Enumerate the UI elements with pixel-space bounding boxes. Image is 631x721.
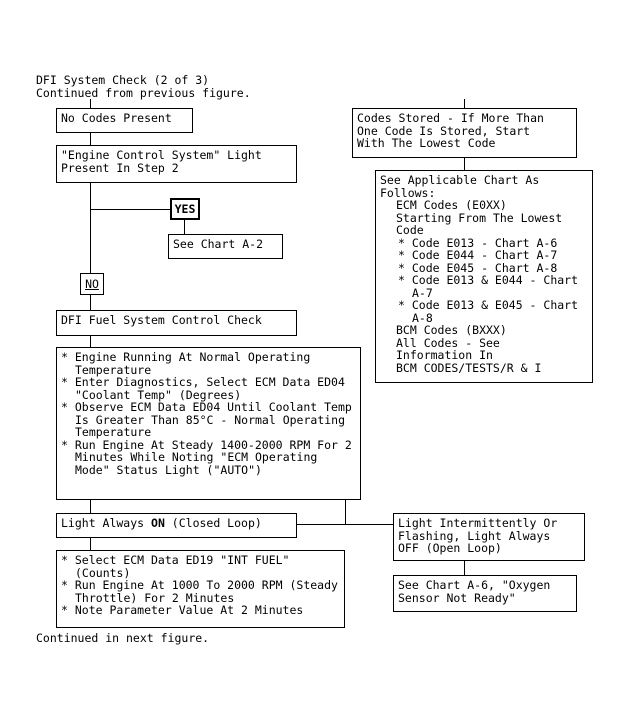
codes-stored-line: Codes Stored - If More Than [357, 111, 544, 125]
intermittent-box: Light Intermittently Or Flashing, Light … [393, 513, 585, 561]
light-on-prefix: Light Always [61, 516, 152, 530]
code-list-item: * Code E045 - Chart A-8 [398, 260, 558, 275]
no-codes-text: No Codes Present [61, 111, 172, 125]
applicable-intro-line: See Applicable Chart As [380, 173, 540, 187]
engine-step-item: * Run Engine At Steady 1400-2000 RPM For… [61, 437, 352, 477]
light-on-suffix: (Closed Loop) [164, 516, 262, 530]
bcm-codes-line: All Codes - See [396, 335, 500, 350]
engine-light-line: "Engine Control System" Light [61, 148, 262, 162]
connector [464, 158, 465, 170]
ecm-codes-line: Code [396, 223, 424, 237]
code-list-item: * Code E013 & E044 - Chart A-7 [398, 273, 579, 300]
intermittent-line: Flashing, Light Always [398, 528, 551, 543]
continued-footer: Continued in next figure. [36, 631, 210, 645]
see-chart-a6-line: Sensor Not Ready" [398, 590, 516, 605]
engine-steps-box: * Engine Running At Normal Operating Tem… [56, 347, 361, 500]
codes-stored-box: Codes Stored - If More Than One Code Is … [352, 108, 577, 158]
fuel-check-box: DFI Fuel System Control Check [56, 310, 297, 336]
engine-step-item: * Engine Running At Normal Operating Tem… [61, 350, 311, 377]
applicable-chart-box: See Applicable Chart As Follows: ECM Cod… [375, 170, 593, 383]
no-codes-box: No Codes Present [56, 108, 193, 133]
connector [464, 99, 465, 108]
connector [90, 182, 91, 310]
connector [90, 132, 91, 145]
connector [184, 220, 185, 234]
engine-step-item: * Enter Diagnostics, Select ECM Data ED0… [61, 375, 345, 402]
engine-light-box: "Engine Control System" Light Present In… [56, 145, 297, 183]
code-list-item: * Code E044 - Chart A-7 [398, 248, 558, 262]
int-fuel-step: * Run Engine At 1000 To 2000 RPM (Steady… [61, 578, 338, 605]
fuel-check-text: DFI Fuel System Control Check [61, 313, 262, 327]
bcm-codes-line: BCM CODES/TESTS/R & I [396, 360, 542, 375]
intermittent-line: OFF (Open Loop) [398, 541, 502, 555]
see-chart-a2-text: See Chart A-2 [173, 237, 264, 251]
connector [464, 561, 465, 575]
int-fuel-step: * Select ECM Data ED19 "INT FUEL" (Count… [61, 553, 290, 580]
codes-stored-line: With The Lowest Code [357, 136, 496, 150]
no-label: NO [80, 273, 104, 295]
light-always-on-text: Light Always ON (Closed Loop) [61, 517, 292, 530]
applicable-intro-line: Follows: [380, 185, 436, 200]
connector [90, 99, 91, 108]
ecm-codes-line: ECM Codes (E0XX) [396, 198, 507, 212]
connector [90, 335, 91, 347]
intermittent-line: Light Intermittently Or [398, 516, 558, 530]
bcm-codes-line: BCM Codes (BXXX) [396, 323, 507, 337]
connector [90, 209, 170, 210]
int-fuel-step: * Note Parameter Value At 2 Minutes [61, 603, 304, 617]
yes-label: YES [170, 198, 200, 220]
diagram-title: DFI System Check (2 of 3) [36, 73, 210, 87]
see-chart-a6-box: See Chart A-6, "Oxygen Sensor Not Ready" [393, 575, 577, 612]
no-label-text: NO [85, 277, 99, 291]
code-list-item: * Code E013 - Chart A-6 [398, 235, 558, 250]
engine-light-line: Present In Step 2 [61, 160, 179, 175]
see-chart-a6-line: See Chart A-6, "Oxygen [398, 578, 551, 592]
ecm-codes-line: Starting From The Lowest [396, 210, 563, 225]
connector [90, 500, 91, 513]
code-list-item: * Code E013 & E045 - Chart A-8 [398, 298, 579, 325]
see-chart-a2-box: See Chart A-2 [168, 234, 283, 259]
diagram-subtitle: Continued from previous figure. [36, 86, 251, 100]
yes-label-text: YES [174, 202, 196, 216]
engine-step-item: * Observe ECM Data ED04 Until Coolant Te… [61, 400, 352, 439]
connector [345, 500, 346, 524]
light-on-bold: ON [151, 516, 165, 530]
int-fuel-box: * Select ECM Data ED19 "INT FUEL" (Count… [56, 550, 345, 628]
codes-stored-line: One Code Is Stored, Start [357, 123, 531, 138]
light-always-on-box: Light Always ON (Closed Loop) [56, 513, 297, 538]
connector [90, 538, 91, 550]
connector [297, 524, 394, 525]
bcm-codes-line: Information In [396, 348, 493, 362]
